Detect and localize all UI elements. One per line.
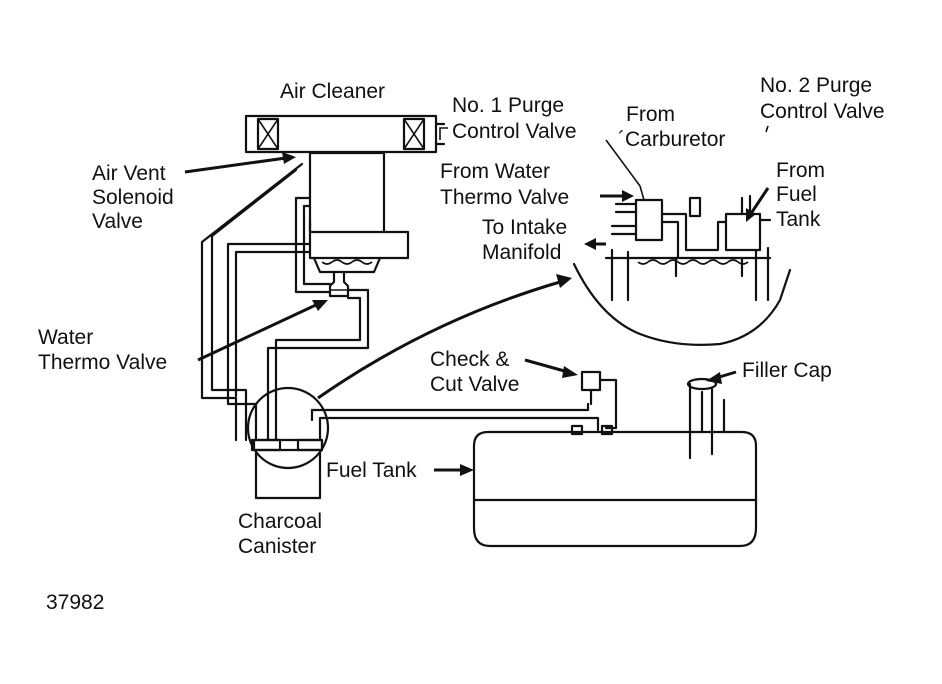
label-to-intake-line2: Manifold: [482, 241, 561, 264]
purge-valve-detail: [572, 194, 792, 346]
check-cut-valve: [570, 370, 618, 436]
label-charcoal-line2: Canister: [238, 535, 316, 558]
label-from-water-line2: Thermo Valve: [440, 186, 569, 209]
water-thermo-valve: [328, 270, 350, 298]
label-air-vent-line3: Valve: [92, 210, 143, 233]
label-purge-2-line1: No. 2 Purge: [760, 74, 872, 97]
label-from-carb-line1: From: [626, 103, 675, 126]
labels: Air Cleaner No. 1 Purge Control Valve Fr…: [38, 74, 885, 614]
label-fuel-tank: Fuel Tank: [326, 459, 417, 482]
label-air-vent-line1: Air Vent: [92, 162, 166, 185]
label-purge-1-line2: Control Valve: [452, 120, 577, 143]
label-purge-2-line2: Control Valve: [760, 100, 885, 123]
label-from-carb-line2: ´Carburetor: [618, 128, 725, 151]
label-from-fuel-line2: Fuel: [776, 183, 817, 206]
label-purge-1-line1: No. 1 Purge: [452, 94, 564, 117]
label-check-cut-line2: Cut Valve: [430, 373, 520, 396]
label-from-fuel-line1: From: [776, 159, 825, 182]
fuel-tank: [472, 377, 758, 548]
label-to-intake-line1: To Intake: [482, 216, 567, 239]
label-filler-cap: Filler Cap: [742, 359, 832, 382]
label-air-vent-line2: Solenoid: [92, 186, 174, 209]
label-check-cut-line1: Check &: [430, 348, 509, 371]
leader-arrows: [184, 125, 770, 476]
charcoal-canister: [246, 386, 330, 500]
label-from-water-line1: From Water: [440, 160, 550, 183]
vapor-hoses: [200, 162, 600, 442]
figure-number: 37982: [46, 591, 104, 614]
label-from-fuel-line3: Tank: [776, 208, 821, 231]
label-water-thermo-line2: Thermo Valve: [38, 351, 167, 374]
label-charcoal-line1: Charcoal: [238, 510, 322, 533]
carburetor: [308, 151, 410, 274]
label-water-thermo-line1: Water: [38, 326, 93, 349]
label-air-cleaner: Air Cleaner: [280, 80, 385, 103]
air-cleaner: [244, 114, 446, 154]
